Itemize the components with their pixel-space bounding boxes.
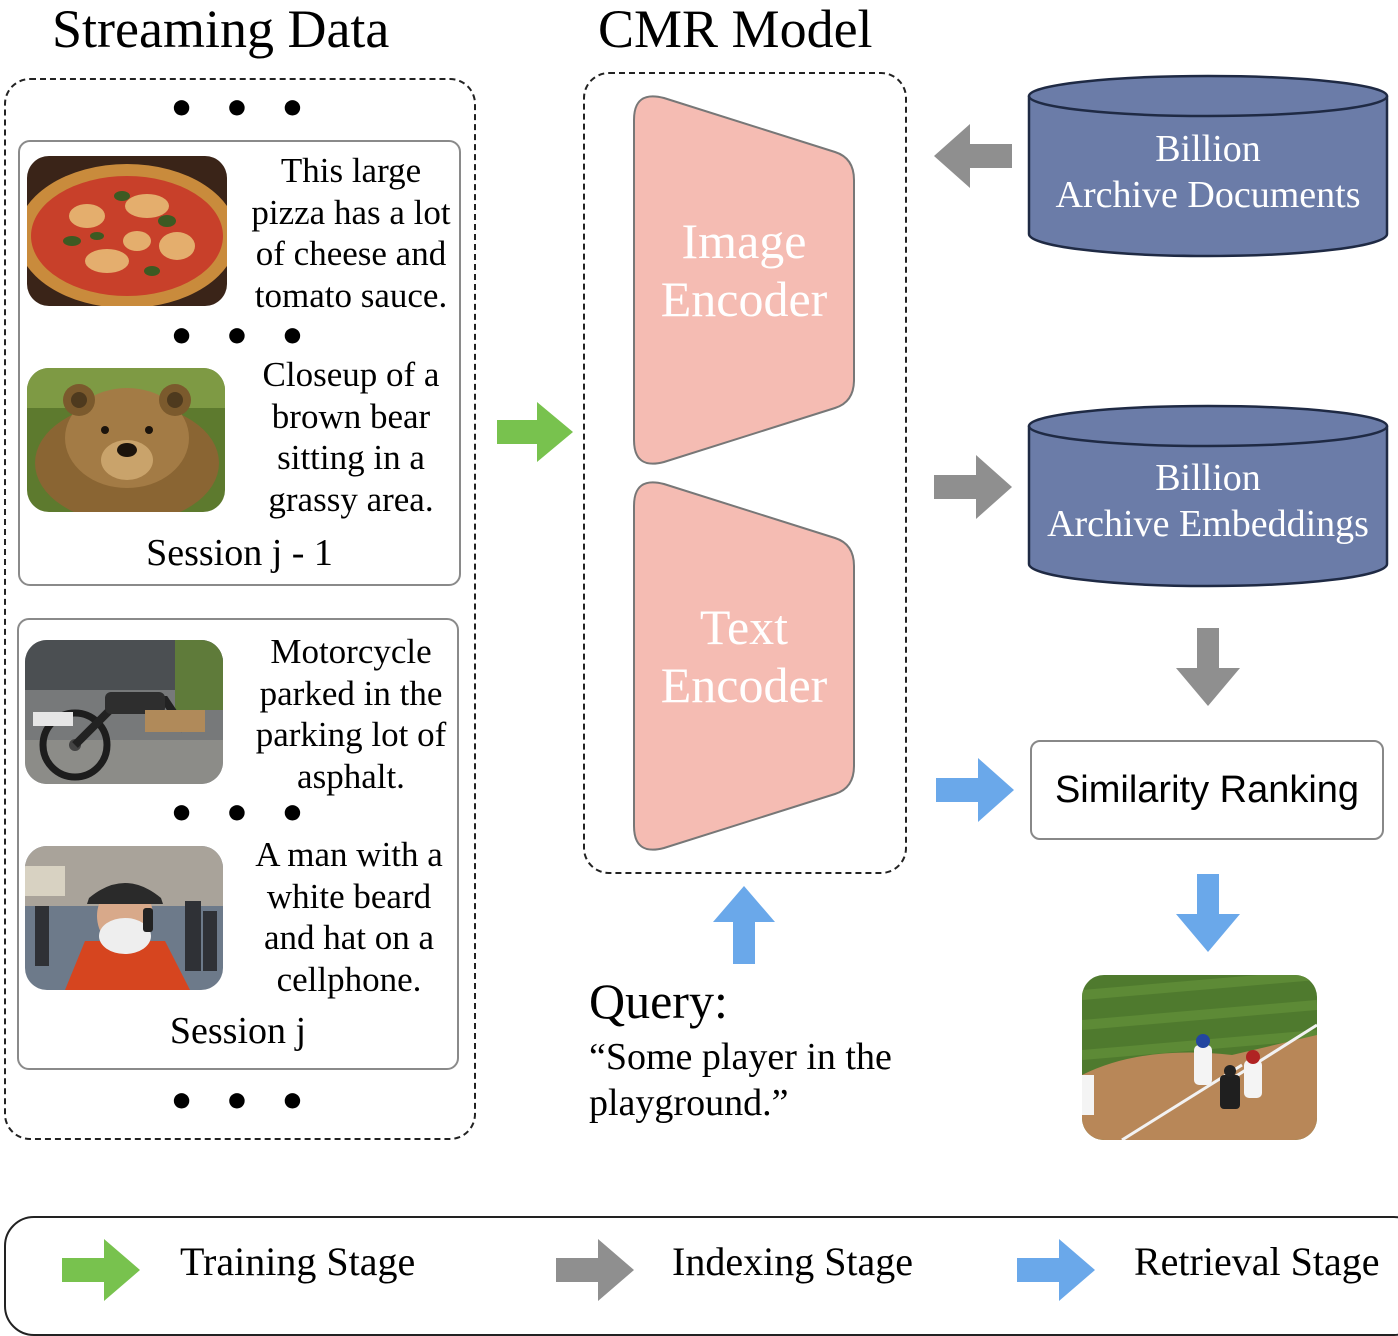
caption-line: Closeup of a bbox=[262, 355, 440, 394]
caption-line: A man with a bbox=[255, 835, 443, 874]
caption-line: of cheese and bbox=[255, 234, 447, 273]
db-line: Archive Documents bbox=[1055, 174, 1361, 216]
caption-line: asphalt. bbox=[297, 756, 405, 796]
model-to-ranking-arrow bbox=[936, 758, 1014, 822]
similarity-ranking-box: Similarity Ranking bbox=[1030, 740, 1384, 840]
bear-caption: Closeup of a brown bear sitting in a gra… bbox=[240, 354, 462, 520]
model-to-embeddings-arrow bbox=[934, 455, 1012, 519]
caption-line: white beard bbox=[266, 876, 432, 916]
baseball-photo bbox=[1082, 975, 1317, 1140]
ellipsis-session-current: • • • bbox=[167, 789, 313, 840]
motorcycle-photo bbox=[25, 640, 223, 784]
encoder-line: Encoder bbox=[660, 657, 828, 713]
legend-training-label: Training Stage bbox=[180, 1239, 416, 1284]
image-encoder-label: Image Encoder bbox=[634, 212, 854, 328]
session-label-current: Session j bbox=[169, 1010, 307, 1052]
streaming-data-container bbox=[4, 78, 476, 1140]
db-line: Billion bbox=[1155, 128, 1261, 170]
legend-indexing-arrow bbox=[556, 1239, 634, 1301]
image-encoder-shape bbox=[633, 95, 855, 465]
ellipsis-bottom: • • • bbox=[167, 1077, 313, 1128]
caption-line: pizza has a lot bbox=[251, 192, 451, 232]
caption-line: and hat on a bbox=[263, 918, 435, 957]
documents-to-model-arrow bbox=[934, 124, 1012, 188]
caption-line: This large bbox=[280, 151, 422, 190]
embeddings-to-ranking-arrow bbox=[1176, 628, 1240, 706]
archive-documents-database bbox=[1027, 74, 1389, 258]
training-arrow bbox=[497, 402, 573, 462]
cmr-model-container bbox=[583, 72, 907, 874]
query-line: playground.” bbox=[589, 1082, 789, 1124]
cmr-model-heading: CMR Model bbox=[598, 0, 873, 59]
legend-indexing-label: Indexing Stage bbox=[672, 1239, 914, 1284]
streaming-data-heading: Streaming Data bbox=[52, 0, 390, 59]
query-up-arrow bbox=[713, 886, 775, 964]
caption-line: grassy area. bbox=[268, 479, 434, 519]
bear-photo bbox=[27, 368, 225, 512]
motorcycle-caption: Motorcycle parked in the parking lot of … bbox=[240, 631, 462, 797]
encoder-line: Text bbox=[699, 599, 789, 655]
pizza-photo bbox=[27, 156, 227, 306]
session-label-prev: Session j - 1 bbox=[146, 532, 333, 574]
ellipsis-session-prev: • • • bbox=[167, 312, 313, 363]
ellipsis-top: • • • bbox=[167, 84, 313, 135]
archive-documents-label: Billion Archive Documents bbox=[1026, 126, 1390, 218]
legend-retrieval-label: Retrieval Stage bbox=[1134, 1239, 1380, 1284]
encoder-line: Encoder bbox=[660, 271, 828, 327]
legend-retrieval-arrow bbox=[1017, 1239, 1095, 1301]
legend-training-arrow bbox=[62, 1239, 140, 1301]
db-line: Billion bbox=[1155, 457, 1261, 499]
query-line: “Some player in the bbox=[589, 1036, 892, 1078]
caption-line: parking lot of bbox=[255, 715, 447, 754]
text-encoder-shape bbox=[633, 481, 855, 851]
encoder-line: Image bbox=[681, 213, 807, 269]
caption-line: Motorcycle bbox=[270, 632, 432, 671]
man-caption: A man with a white beard and hat on a ce… bbox=[238, 834, 460, 1000]
caption-line: cellphone. bbox=[276, 959, 422, 999]
archive-embeddings-label: Billion Archive Embeddings bbox=[1026, 455, 1390, 547]
caption-line: tomato sauce. bbox=[254, 275, 448, 315]
caption-line: sitting in a bbox=[277, 438, 425, 477]
caption-line: brown bear bbox=[271, 396, 431, 436]
query-title: Query: bbox=[589, 973, 728, 1029]
text-encoder-label: Text Encoder bbox=[634, 598, 854, 714]
ranking-to-result-arrow bbox=[1176, 874, 1240, 952]
archive-embeddings-database bbox=[1027, 404, 1389, 588]
man-cellphone-photo bbox=[25, 846, 223, 990]
db-line: Archive Embeddings bbox=[1047, 503, 1369, 545]
query-text: “Some player in the playground.” bbox=[589, 1034, 892, 1126]
caption-line: parked in the bbox=[259, 673, 443, 713]
pizza-caption: This large pizza has a lot of cheese and… bbox=[240, 150, 462, 316]
